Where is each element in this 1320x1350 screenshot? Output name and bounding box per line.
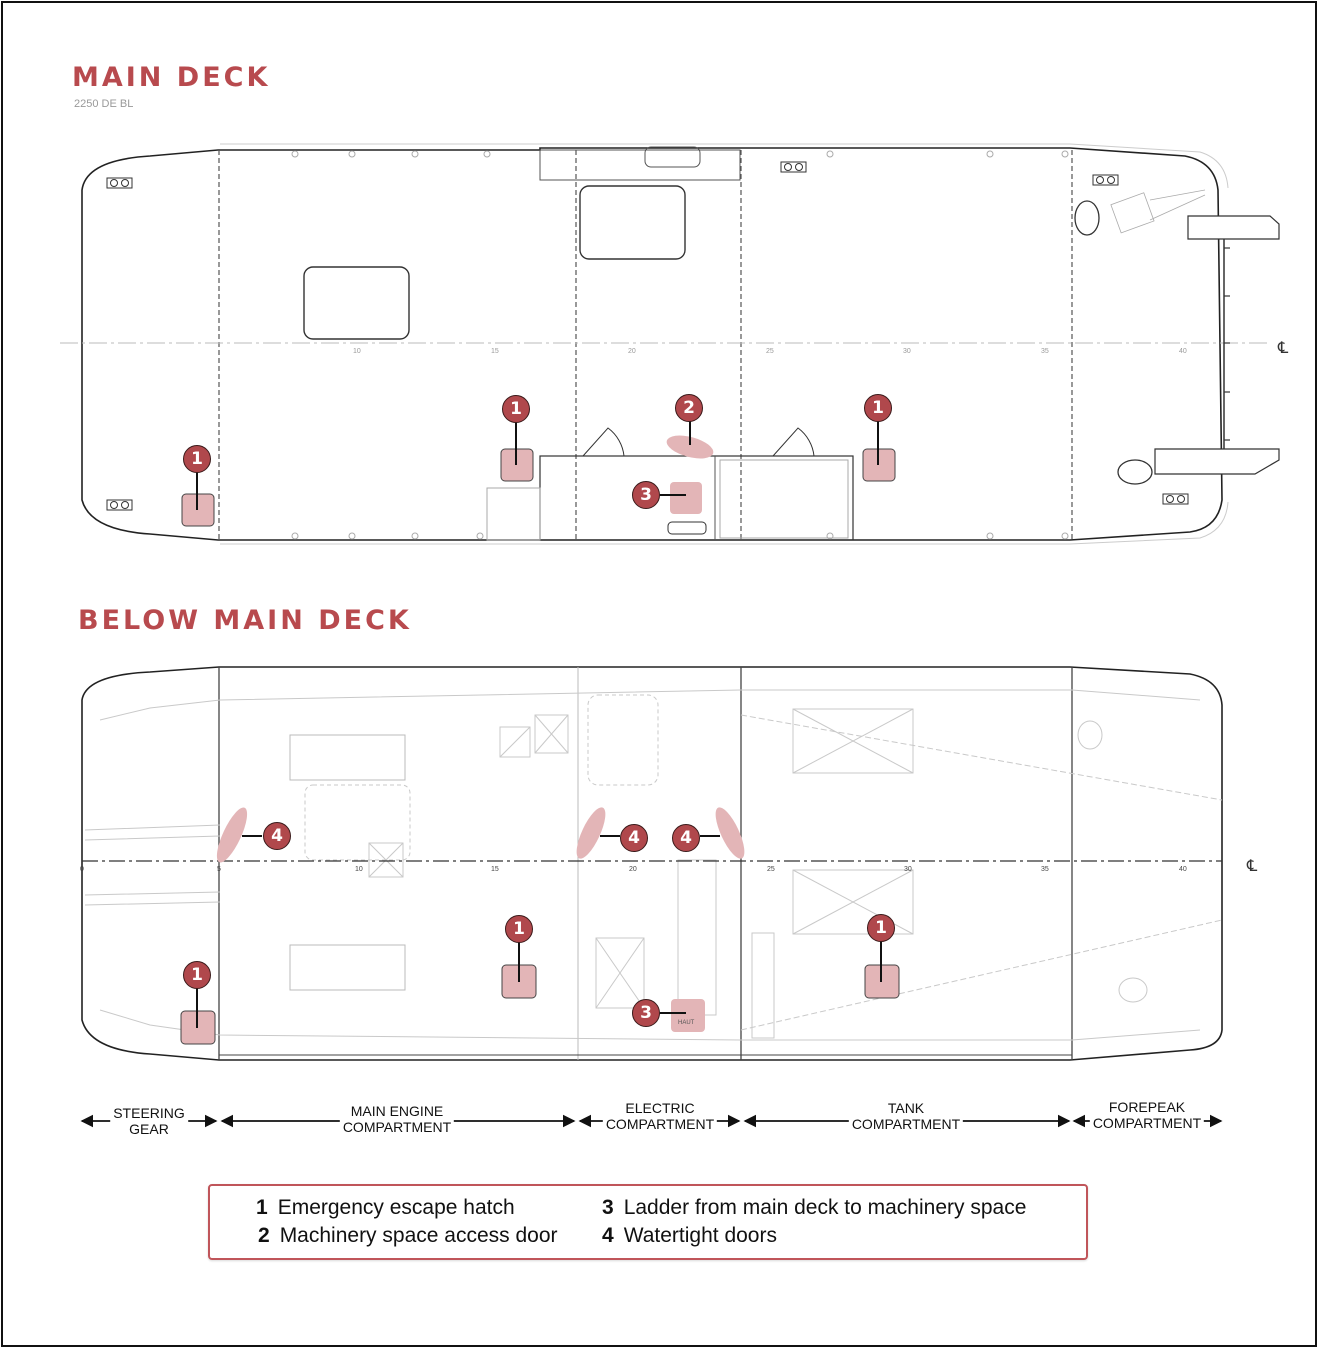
- below-deck-title: BELOW MAIN DECK: [78, 605, 412, 636]
- frame-label: 5: [217, 866, 221, 873]
- below-deck-plan: 0 5 10 15 20 25 30 35 40 ℄ HAUT: [80, 666, 1258, 1061]
- hatch-cover: [579, 185, 686, 260]
- callout-marker: 3: [632, 481, 660, 509]
- centerline-symbol: ℄: [1246, 856, 1258, 875]
- callout-marker: 4: [620, 824, 648, 852]
- frame-label: 30: [904, 866, 912, 873]
- main-deck-bulkheads: [218, 150, 1073, 540]
- frame-label: 20: [629, 866, 637, 873]
- main-deck-frame-labels: 10 15 20 25 30 35 40: [353, 348, 1187, 355]
- frame-label: 10: [353, 348, 361, 355]
- watertight-door-highlight: [576, 807, 606, 859]
- frame-label: 0: [80, 866, 84, 873]
- frame-label: 30: [903, 348, 911, 355]
- ladder-highlight: [671, 999, 705, 1032]
- callout-marker: 1: [867, 914, 895, 942]
- frame-label: 35: [1041, 866, 1049, 873]
- callout-marker: 4: [672, 824, 700, 852]
- main-deck-hull: [81, 147, 1223, 541]
- access-door-highlight: [666, 435, 714, 459]
- main-deck-plan: 10 15 20 25 30 35 40 ℄: [60, 143, 1289, 545]
- below-deck-hull: [81, 666, 1223, 1061]
- main-deck-subtitle: 2250 DE BL: [74, 98, 134, 110]
- callout-marker: 1: [864, 394, 892, 422]
- frame-label: 25: [767, 866, 775, 873]
- frame-label: 35: [1041, 348, 1049, 355]
- hatch-cover: [303, 266, 410, 340]
- hatch-label: HAUT: [678, 1020, 695, 1026]
- callout-marker: 2: [675, 394, 703, 422]
- frame-label: 15: [491, 866, 499, 873]
- frame-label: 40: [1179, 866, 1187, 873]
- callout-marker: 1: [183, 961, 211, 989]
- callout-marker: 1: [183, 445, 211, 473]
- bollards: [106, 161, 1189, 511]
- centerline-symbol: ℄: [1277, 338, 1289, 357]
- ladder-highlight: [670, 482, 702, 514]
- callout-marker: 4: [263, 822, 291, 850]
- below-deck-frame-labels: 0 5 10 15 20 25 30 35 40: [80, 866, 1187, 873]
- watertight-door-highlight: [216, 807, 248, 863]
- main-deck-title: MAIN DECK: [72, 62, 271, 93]
- frame-label: 20: [628, 348, 636, 355]
- frame-label: 25: [766, 348, 774, 355]
- frame-label: 15: [491, 348, 499, 355]
- watertight-door-highlight: [715, 807, 745, 859]
- callout-marker: 3: [632, 999, 660, 1027]
- callout-marker: 1: [505, 915, 533, 943]
- frame-label: 10: [355, 866, 363, 873]
- callout-marker: 1: [502, 395, 530, 423]
- frame-label: 40: [1179, 348, 1187, 355]
